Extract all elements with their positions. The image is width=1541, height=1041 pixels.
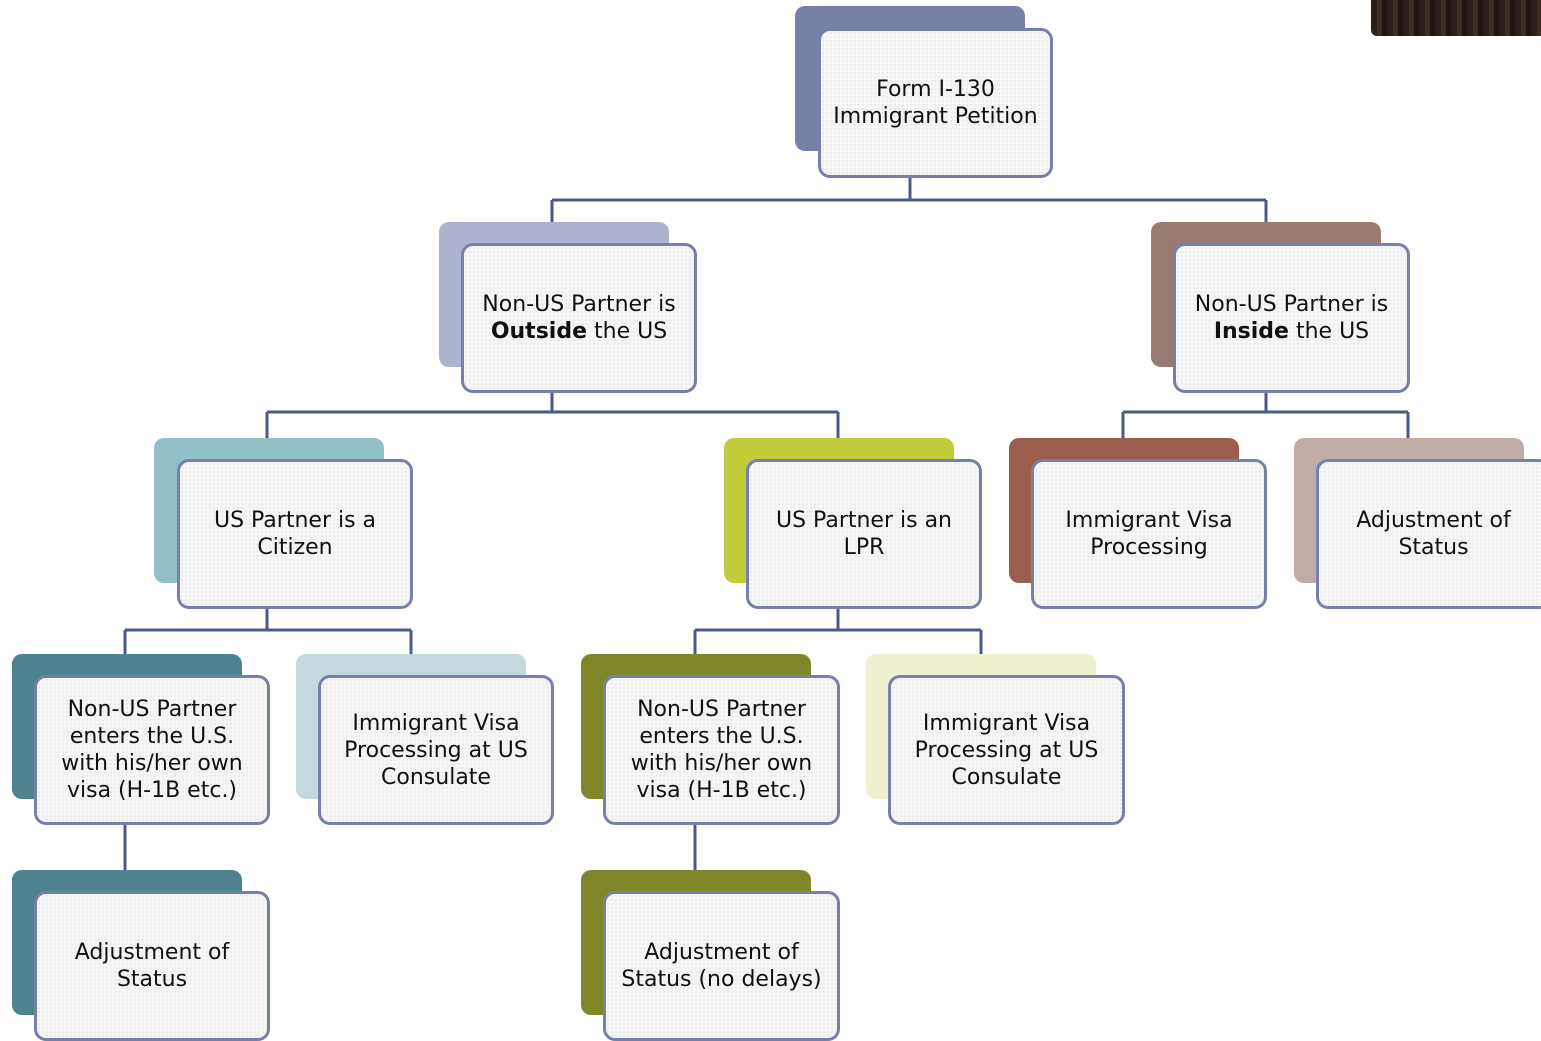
node-line: Non-US Partner is	[482, 292, 676, 317]
node-box: Non-US Partner enters the U.S. with his/…	[603, 675, 840, 825]
node-box: Adjustment of Status	[34, 891, 270, 1041]
node-line-emphasis: Inside the US	[1214, 318, 1369, 345]
node-line: Immigrant Visa	[352, 710, 520, 736]
node-line: Processing	[1090, 535, 1208, 560]
node-line: Processing at US	[914, 737, 1099, 763]
node-line: Processing at US	[344, 737, 528, 763]
node-line: Immigrant Visa	[922, 710, 1091, 736]
node-line: Non-US Partner	[637, 697, 806, 722]
node-box: Immigrant Visa Processing at US Consulat…	[318, 675, 554, 825]
corner-photo	[1371, 0, 1541, 36]
node-box: Non-US Partner enters the U.S. with his/…	[34, 675, 270, 825]
emphasis-word: Inside	[1213, 319, 1289, 344]
node-line: Consulate	[381, 764, 491, 790]
node-box: Non-US Partner is Inside the US	[1173, 243, 1410, 393]
node-box: Form I-130 Immigrant Petition	[818, 28, 1053, 178]
node-line: Citizen	[257, 535, 333, 560]
node-line-emphasis: Outside the US	[491, 318, 667, 345]
node-line: Adjustment of	[1356, 508, 1511, 533]
node-line: with his/her own	[61, 751, 243, 776]
node-box: Non-US Partner is Outside the US	[461, 243, 697, 393]
node-line: with his/her own	[630, 751, 813, 776]
node-box: Adjustment of Status (no delays)	[603, 891, 840, 1041]
node-line: Consulate	[951, 764, 1062, 790]
node-line: enters the U.S.	[639, 724, 804, 749]
node-line: Adjustment of	[644, 940, 799, 965]
node-line: US Partner is a	[213, 508, 377, 533]
node-line: Non-US Partner	[67, 697, 237, 722]
node-line: Immigrant Visa	[1065, 508, 1233, 533]
node-line: Non-US Partner is	[1194, 292, 1389, 317]
node-line: Status	[1398, 535, 1469, 560]
node-line: Adjustment of	[74, 940, 230, 965]
node-box: Immigrant Visa Processing	[1031, 459, 1267, 609]
node-box: Immigrant Visa Processing at US Consulat…	[888, 675, 1125, 825]
node-line: LPR	[843, 535, 885, 560]
node-box: US Partner is an LPR	[746, 459, 982, 609]
node-box: US Partner is a Citizen	[177, 459, 413, 609]
node-line-rest: the US	[594, 319, 668, 344]
node-line: Status (no delays)	[621, 967, 822, 992]
node-line: visa (H-1B etc.)	[636, 778, 807, 803]
node-line: Immigrant Petition	[833, 104, 1038, 129]
node-line: Form I-130	[876, 77, 995, 102]
node-line: Status	[116, 967, 188, 992]
node-box: Adjustment of Status	[1316, 459, 1541, 609]
node-line: visa (H-1B etc.)	[66, 778, 238, 803]
node-line-rest: the US	[1295, 319, 1370, 344]
node-line: US Partner is an	[776, 508, 952, 533]
node-line: enters the U.S.	[69, 724, 235, 749]
emphasis-word: Outside	[490, 319, 587, 344]
